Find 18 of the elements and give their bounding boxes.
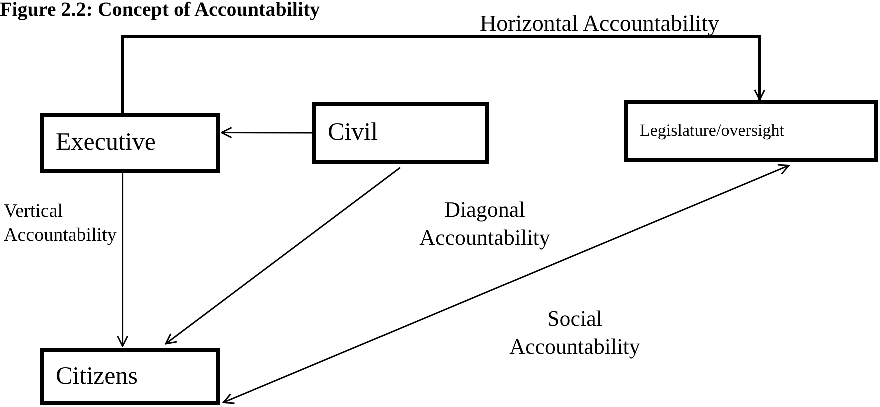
accountability-label: Diagonal Accountability [418, 196, 552, 251]
arrow [117, 173, 129, 348]
accountability-label: Horizontal Accountability [480, 10, 721, 38]
box-label: Legislature/oversight [640, 120, 784, 142]
process-box [312, 102, 489, 164]
box-label: Civil [328, 118, 378, 148]
figure-title: Figure 2.2: Concept of Accountability [0, 0, 320, 20]
process-box [40, 113, 220, 173]
process-box [40, 348, 220, 405]
process-box [624, 100, 878, 162]
accountability-label: Social Accountability [508, 305, 642, 360]
box-label: Citizens [56, 362, 138, 392]
accountability-label: Vertical Accountability [4, 200, 118, 248]
arrow [221, 127, 312, 139]
box-label: Executive [56, 128, 156, 158]
arrow [121, 36, 766, 113]
arrow [165, 167, 401, 345]
arrow [222, 164, 790, 404]
